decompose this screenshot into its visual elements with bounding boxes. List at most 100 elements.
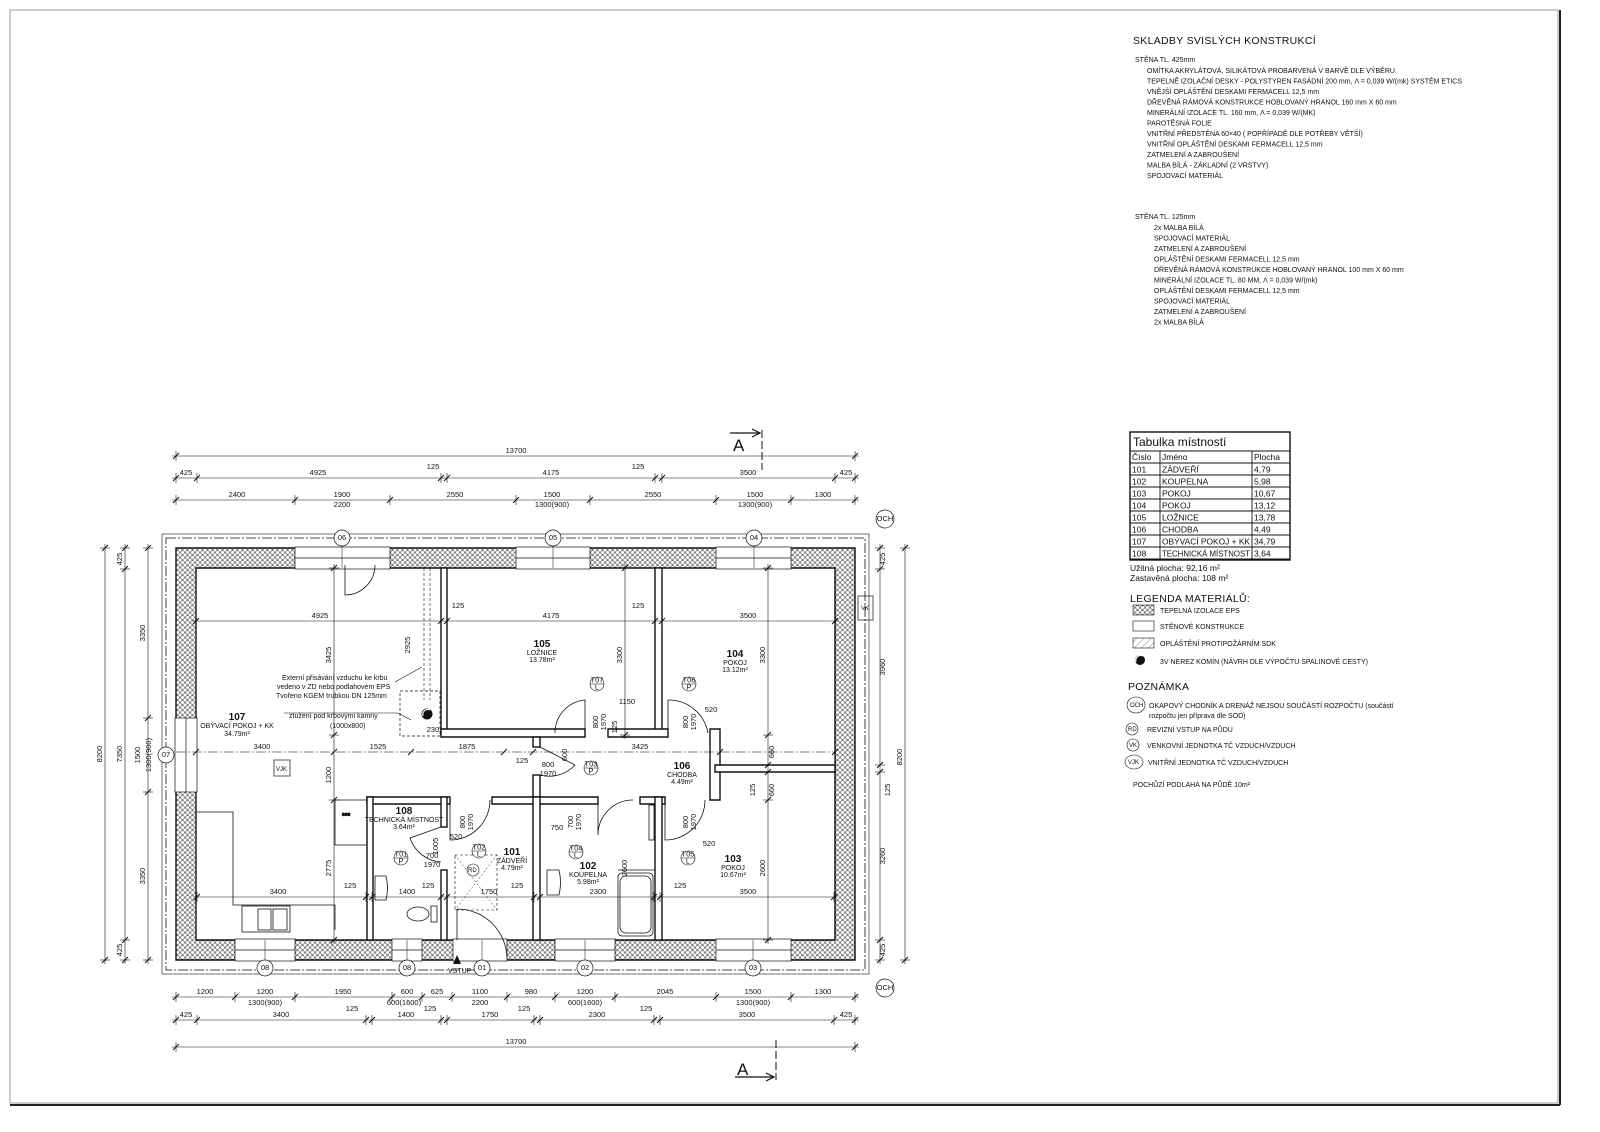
dimension-label: 1100 — [472, 987, 488, 996]
section-labels: A A VSTUP — [448, 436, 749, 1079]
room-area: 3.64m² — [393, 824, 415, 831]
window-tag-label: 08 — [403, 963, 411, 972]
window-tag — [473, 959, 491, 977]
note-text: REVIZNÍ VSTUP NA PŮDU — [1147, 725, 1233, 734]
door-width: 800 — [681, 816, 690, 829]
dimension-label: 520 — [703, 839, 716, 848]
dimension-label: 3500 — [740, 887, 757, 896]
dimension-label: 1200 — [197, 987, 214, 996]
table-cell: 13,78 — [1254, 513, 1276, 523]
door-width: 800 — [542, 760, 555, 769]
door-tag-side: L — [477, 850, 481, 859]
vk-label: VK — [861, 606, 869, 612]
dimension-label: 3300 — [615, 647, 624, 664]
table-cell: 5,98 — [1254, 477, 1271, 487]
door-height: 1970 — [424, 860, 441, 869]
dimension-label: 125 — [452, 601, 465, 610]
wall-layer: 2x MALBA BÍLÁ — [1154, 318, 1204, 327]
table-cell: 106 — [1132, 525, 1146, 535]
table-cell: 3,64 — [1254, 549, 1271, 559]
window-tag — [744, 959, 762, 977]
dimension-label: 1150 — [619, 697, 635, 706]
dimension-label: 13700 — [506, 446, 527, 455]
table-cell: 4,49 — [1254, 525, 1271, 535]
wall-swatch — [1132, 620, 1155, 632]
legend-title: LEGENDA MATERIÁLŮ: — [1130, 592, 1250, 605]
wall-layer: SPOJOVACÍ MATERIÁL — [1147, 171, 1223, 180]
section-arrow-top — [730, 428, 762, 438]
dimension-label: 3500 — [740, 611, 757, 620]
door-tag-side: L — [595, 683, 599, 692]
dimension-label: 1500 — [747, 490, 764, 499]
dimension-label: 425 — [115, 553, 124, 566]
table-cell: 108 — [1132, 549, 1146, 559]
bathtub — [617, 872, 654, 937]
room-name: LOŽNICE — [527, 648, 558, 657]
dimension-label: 425 — [878, 944, 887, 957]
notes: POZNÁMKA OCH OKAPOVÝ CHODNÍK A DRENÁŽ NE… — [1124, 680, 1394, 789]
door-tag-id: T01 — [395, 850, 408, 859]
dimension-label: 2045 — [657, 987, 674, 996]
dimension-label: 1875 — [459, 742, 476, 751]
kitchen-appliance-stars: *** — [342, 813, 350, 820]
dimension-label: 230 — [427, 725, 440, 734]
room-number: 102 — [580, 861, 597, 872]
dimension-label: 4175 — [543, 468, 560, 477]
dimension-label: 3350 — [138, 625, 147, 642]
dimension-label: 425 — [180, 468, 193, 477]
wall-layer: 2x MALBA BÍLÁ — [1154, 223, 1204, 232]
dimension-label: 600(1600) — [387, 998, 422, 1007]
legend-item: STĚNOVÉ KONSTRUKCE — [1160, 622, 1244, 631]
room-number: 106 — [674, 761, 691, 772]
dimension-tick — [716, 748, 724, 756]
door-tag-side: P — [686, 683, 691, 692]
dimension-lines — [100, 451, 910, 1052]
dimension-label: 3300 — [758, 647, 767, 664]
table-cell: 10,67 — [1254, 489, 1276, 499]
dimension-label: 2200 — [472, 998, 489, 1007]
table-cell: 4,79 — [1254, 465, 1271, 475]
dimension-label: 625 — [431, 987, 444, 996]
window-tag-label: 04 — [750, 533, 758, 542]
room-area: 13.12m² — [722, 667, 748, 674]
chimney-icon-mark — [422, 708, 431, 717]
dimension-label: 4175 — [543, 611, 560, 620]
vjk-tag-text: VJK — [1128, 760, 1139, 766]
window-tag-label: 06 — [338, 533, 346, 542]
table-cell: 34,79 — [1254, 537, 1276, 547]
table-header: Plocha — [1254, 452, 1280, 462]
dimension-label: 520 — [450, 832, 463, 841]
room-name: ZÁDVEŘÍ — [497, 856, 527, 865]
dimension-label: 3400 — [270, 887, 287, 896]
dimension-label: 1500 — [544, 490, 561, 499]
dimension-label: 125 — [427, 462, 440, 471]
stiffening-note-line: (1000x800) — [330, 723, 365, 730]
note-text: rozpočtu jen příprava dle SOD) — [1149, 713, 1246, 720]
dimension-label: 125 — [674, 881, 687, 890]
door-tag-id: T03 — [585, 760, 598, 769]
dimension-label: 1200 — [324, 767, 333, 784]
dimension-label: 125 — [424, 1004, 437, 1013]
table-header: Číslo — [1132, 452, 1152, 462]
dimension-label: 2925 — [403, 637, 412, 654]
wall-layer: MINERÁLNÍ IZOLACE TL. 160 mm, Λ = 0,039 … — [1147, 108, 1316, 117]
och-tag — [875, 509, 895, 529]
table-cell: CHODBA — [1162, 525, 1199, 535]
och-tag-icon — [1126, 696, 1146, 714]
dimension-label: 425 — [840, 1010, 853, 1019]
wall-layer: MALBA BÍLÁ - ZÁKLADNÍ (2 VRSTVY) — [1147, 161, 1268, 170]
wall-layer: VNITŘNÍ PŘEDSTĚNA 60×40 ( POPŘÍPADĚ DLE … — [1147, 129, 1363, 138]
dimension-label: 1300(900) — [248, 998, 283, 1007]
dimension-label: 3425 — [324, 647, 333, 664]
door-width: 700 — [426, 851, 439, 860]
door-height: 1970 — [689, 814, 698, 831]
dimension-label: 125 — [511, 881, 524, 890]
dimension-label: 3400 — [254, 742, 271, 751]
dimension-label: 4925 — [312, 611, 329, 620]
room-table-frame — [1129, 431, 1291, 561]
dimension-label: 3400 — [273, 1010, 290, 1019]
